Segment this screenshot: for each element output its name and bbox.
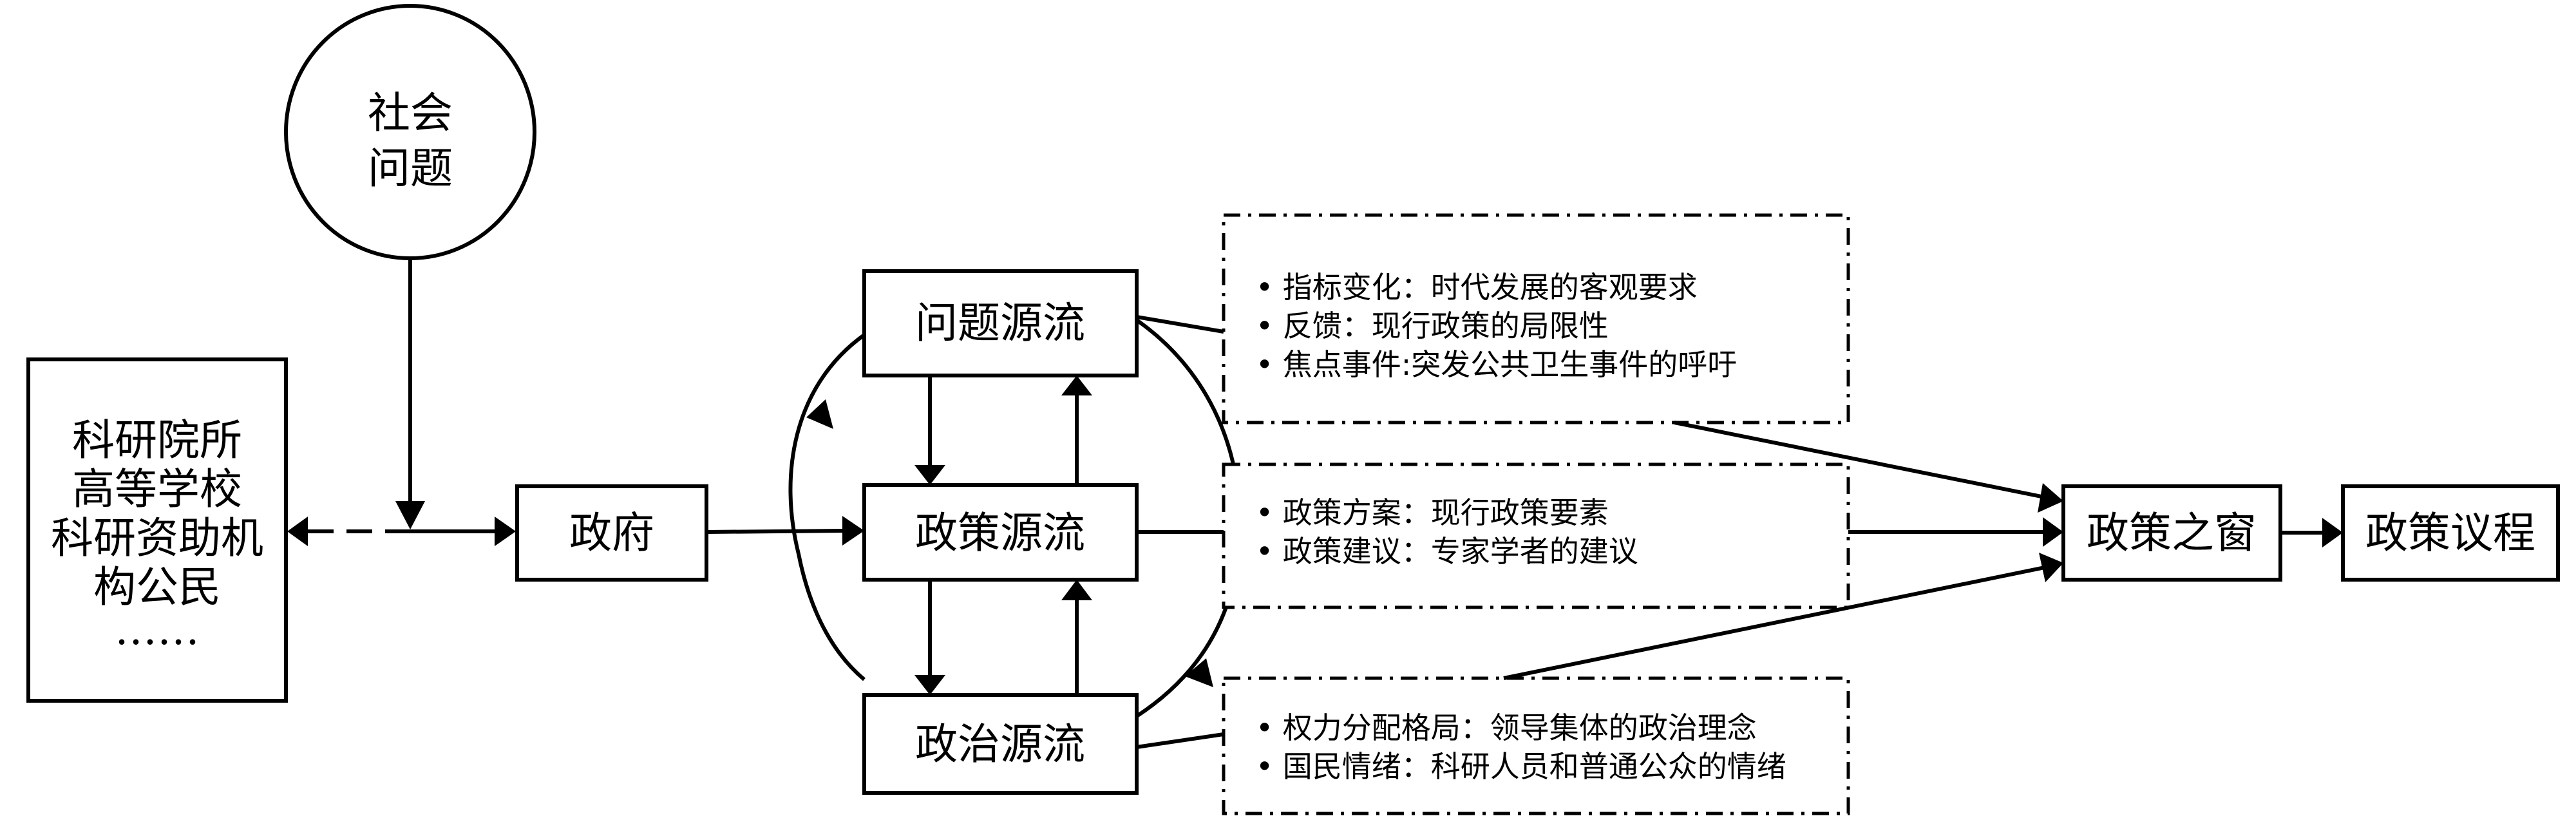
problem-details-box: • 指标变化：时代发展的客观要求 • 反馈：现行政策的局限性 • 焦点事件:突发… [1222,213,1850,424]
arrowhead-right [2043,517,2063,547]
policy-stream-node: 政策源流 [862,483,1139,582]
politics-stream-node: 政治源流 [862,693,1139,795]
policy-stream-label: 政策源流 [915,508,1085,558]
left-cycle-arc [788,333,866,681]
social-problem-line-2: 问题 [368,144,453,193]
actors-line-3: 科研资助机 [51,513,263,563]
problem-to-window-line [1674,421,2049,500]
government-to-stream-line [706,529,844,534]
arrowhead-down [914,675,945,695]
politics-to-window-line [1503,565,2049,680]
politics-detail-1: • 权力分配格局：领导集体的政治理念 [1256,710,1757,745]
government-node: 政府 [515,484,708,582]
policy-agenda-node: 政策议程 [2341,484,2560,582]
arrowhead-up [1061,375,1092,395]
actors-line-4: 构公民 [93,562,221,612]
arrowhead-right [842,516,864,546]
politics-stream-label: 政治源流 [915,719,1085,769]
social-problem-node: 社会 问题 [284,4,536,260]
actors-line-1: 科研院所 [72,415,242,465]
problem-detail-3: • 焦点事件:突发公共卫生事件的呼吁 [1256,347,1737,382]
problem-stream-label: 问题源流 [915,298,1085,348]
policy-details-box: • 政策方案：现行政策要素 • 政策建议：专家学者的建议 [1222,462,1850,609]
arrowhead-left [287,517,308,546]
actors-ellipsis: …… [115,605,200,654]
arrowhead-down [395,501,425,529]
policy-detail-1: • 政策方案：现行政策要素 [1256,495,1609,530]
arrowhead-up [1061,580,1092,600]
arrowhead-down [914,465,945,485]
policy-agenda-label: 政策议程 [2365,508,2535,558]
policy-window-node: 政策之窗 [2061,484,2282,582]
arrowhead-cycle-left [806,399,833,429]
problem-detail-connector [1136,315,1224,334]
problem-stream-node: 问题源流 [862,269,1139,377]
government-label: 政府 [569,508,654,558]
policy-window-label: 政策之窗 [2087,508,2257,558]
actors-node: 科研院所 高等学校 科研资助机 构公民 …… [26,357,288,703]
arrowhead-right [2038,483,2063,513]
social-problem-line-1: 社会 [368,88,453,138]
arrowhead-right [2039,553,2063,582]
policy-detail-2: • 政策建议：专家学者的建议 [1256,534,1638,569]
arrowhead-cycle-right [1185,658,1213,687]
actors-line-2: 高等学校 [72,464,242,514]
arrowhead-right [2322,518,2343,547]
problem-detail-1: • 指标变化：时代发展的客观要求 [1256,270,1698,305]
arrowhead-right [495,517,516,546]
politics-detail-2: • 国民情绪：科研人员和普通公众的情绪 [1256,749,1786,784]
politics-detail-connector [1136,732,1224,749]
politics-details-box: • 权力分配格局：领导集体的政治理念 • 国民情绪：科研人员和普通公众的情绪 [1222,676,1850,815]
problem-detail-2: • 反馈：现行政策的局限性 [1256,309,1609,343]
